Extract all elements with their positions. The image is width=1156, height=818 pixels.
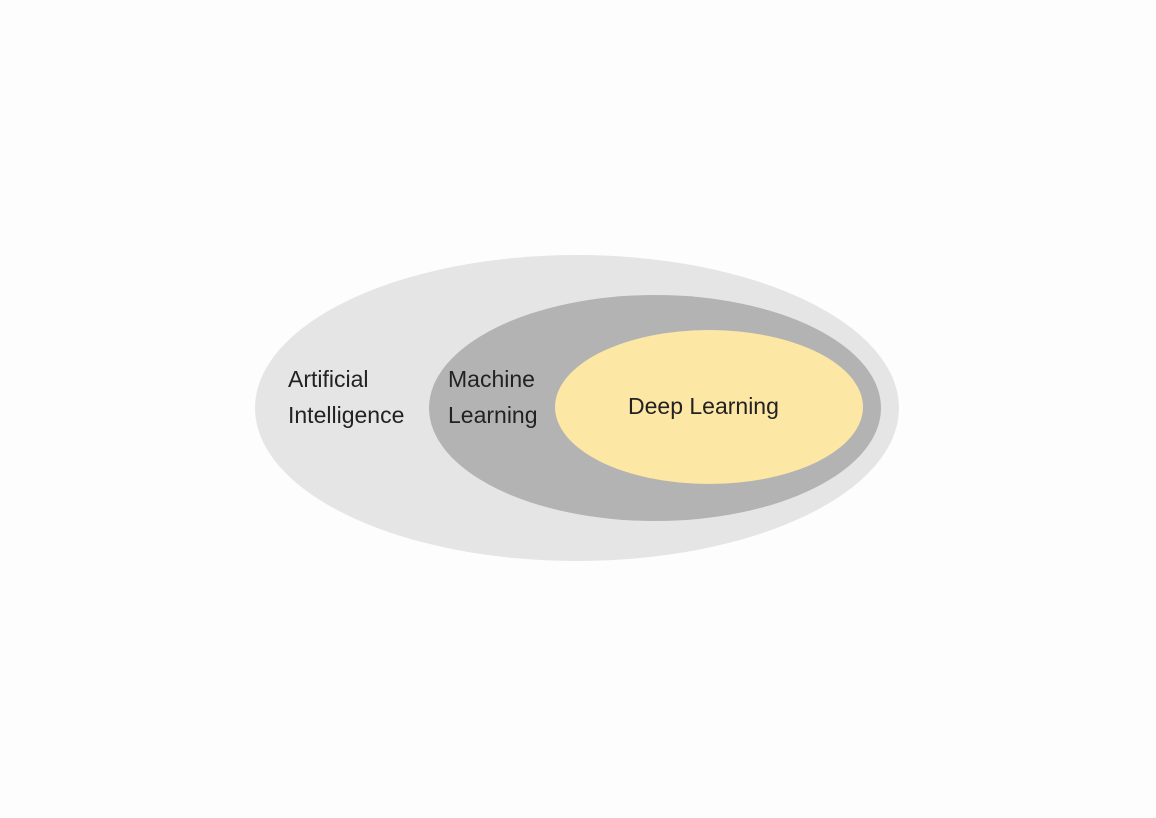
dl-label-text: Deep Learning <box>628 393 779 419</box>
ml-label-line1: Machine <box>448 366 535 392</box>
ml-label: Machine Learning <box>448 361 538 433</box>
ai-label-line2: Intelligence <box>288 402 405 428</box>
dl-ellipse <box>555 330 863 484</box>
dl-label: Deep Learning <box>628 388 779 424</box>
ml-label-line2: Learning <box>448 402 538 428</box>
ai-label: Artificial Intelligence <box>288 361 404 433</box>
ai-label-line1: Artificial <box>288 366 369 392</box>
